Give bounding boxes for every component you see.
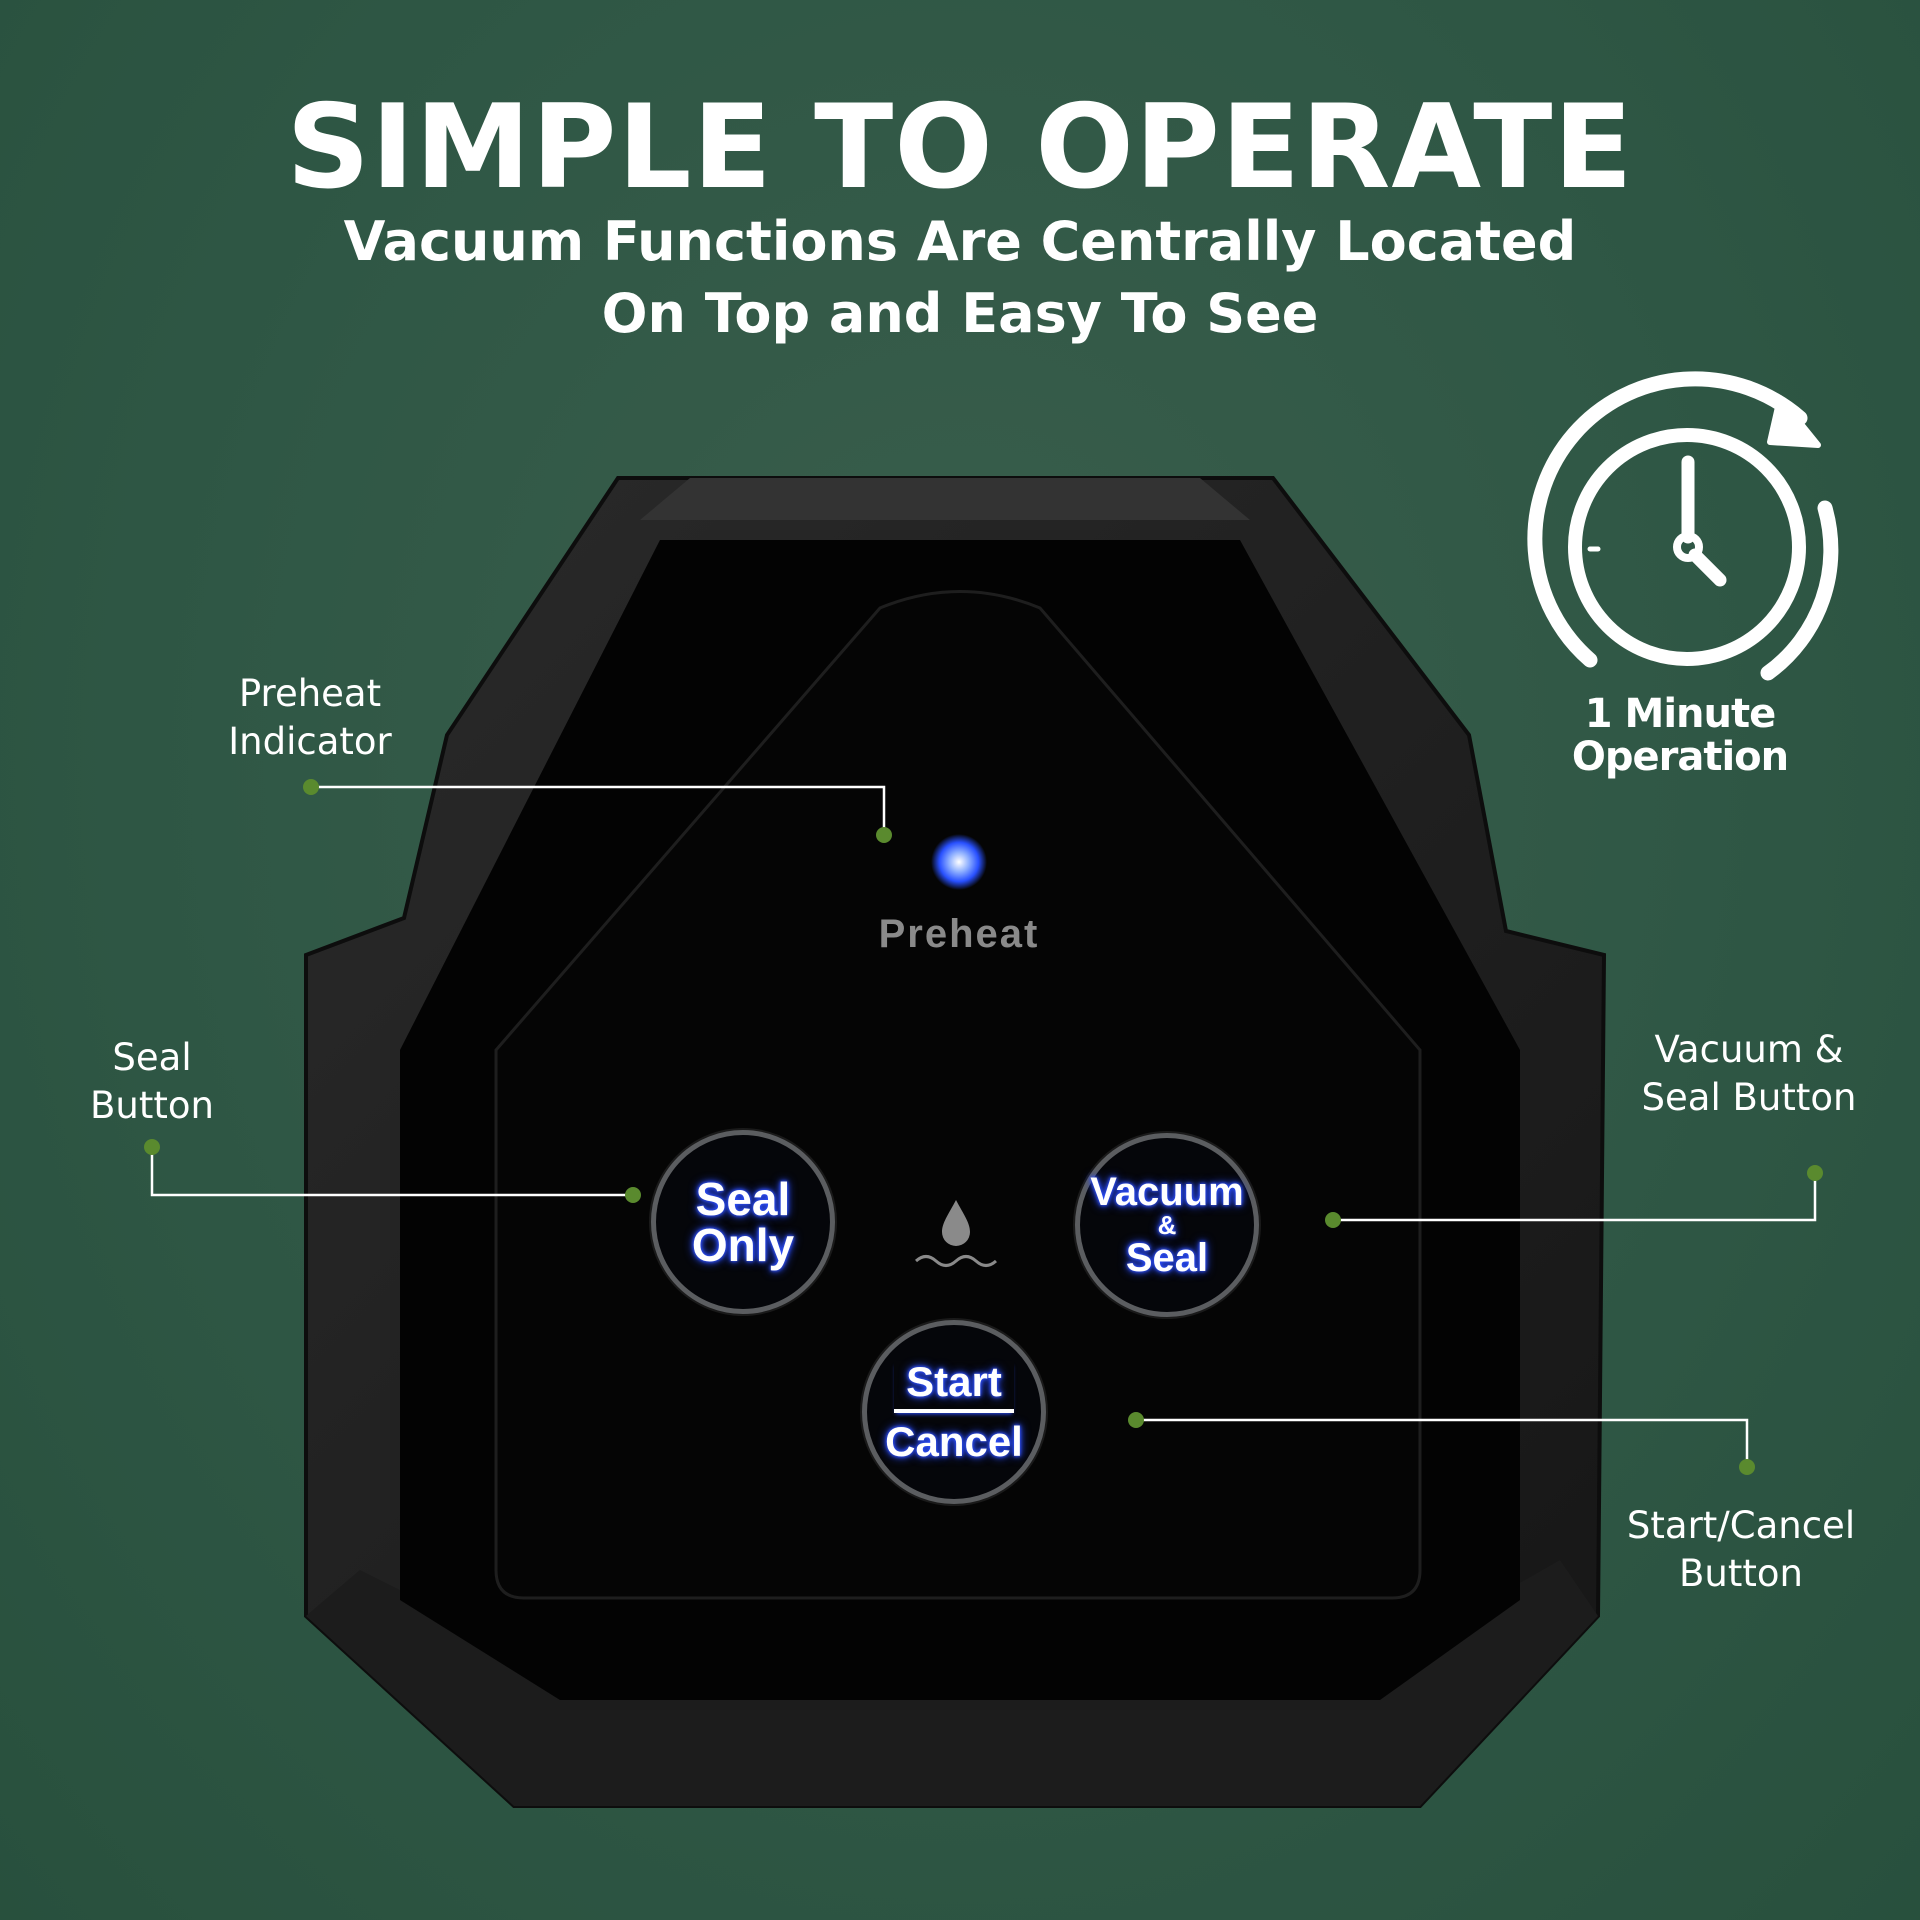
callout-lines: [150, 785, 1817, 1467]
callout-dots: [144, 779, 1823, 1475]
callout-start-cancel-line-2: Button: [1679, 1552, 1803, 1595]
callout-seal-line-1: Seal: [112, 1036, 192, 1079]
badge-line-2: Operation: [1571, 734, 1789, 780]
callout-start-cancel-line-1: Start/Cancel: [1626, 1504, 1856, 1547]
callout-preheat-indicator: Preheat Indicator: [228, 670, 392, 766]
badge-line-1: 1 Minute: [1584, 691, 1776, 737]
callout-preheat-line-2: Indicator: [228, 720, 392, 763]
device-body: [304, 476, 1607, 1808]
preheat-label: Preheat: [878, 912, 1040, 956]
vacuum-seal-line-2: &: [1157, 1210, 1177, 1240]
seal-only-line-2: Only: [691, 1219, 795, 1271]
subtitle-line-2: On Top and Easy To See: [601, 282, 1319, 345]
page-title: SIMPLE TO OPERATE: [286, 80, 1634, 215]
callout-vacuum-seal-line-1: Vacuum &: [1654, 1028, 1844, 1071]
seal-only-button[interactable]: Seal Only: [651, 1130, 835, 1314]
start-label: Start: [894, 1361, 1014, 1413]
callout-seal-button: Seal Button: [90, 1034, 214, 1130]
callout-vacuum-seal-button: Vacuum & Seal Button: [1642, 1026, 1857, 1122]
preheat-led-indicator: [931, 834, 987, 890]
vacuum-seal-button[interactable]: Vacuum & Seal: [1075, 1133, 1259, 1317]
vacuum-seal-line-1: Vacuum: [1090, 1170, 1244, 1214]
clock-refresh-icon: [1527, 371, 1839, 681]
callout-preheat-line-1: Preheat: [238, 672, 382, 715]
subtitle-line-1: Vacuum Functions Are Centrally Located: [343, 210, 1577, 273]
callout-vacuum-seal-line-2: Seal Button: [1641, 1076, 1857, 1119]
cancel-label: Cancel: [885, 1418, 1023, 1465]
vacuum-seal-line-3: Seal: [1125, 1236, 1209, 1280]
start-cancel-button[interactable]: Start Cancel: [862, 1320, 1046, 1504]
seal-only-line-1: Seal: [695, 1173, 791, 1225]
water-drop-icon: [914, 1200, 998, 1267]
callout-start-cancel-button: Start/Cancel Button: [1627, 1502, 1855, 1598]
callout-seal-line-2: Button: [90, 1084, 214, 1127]
